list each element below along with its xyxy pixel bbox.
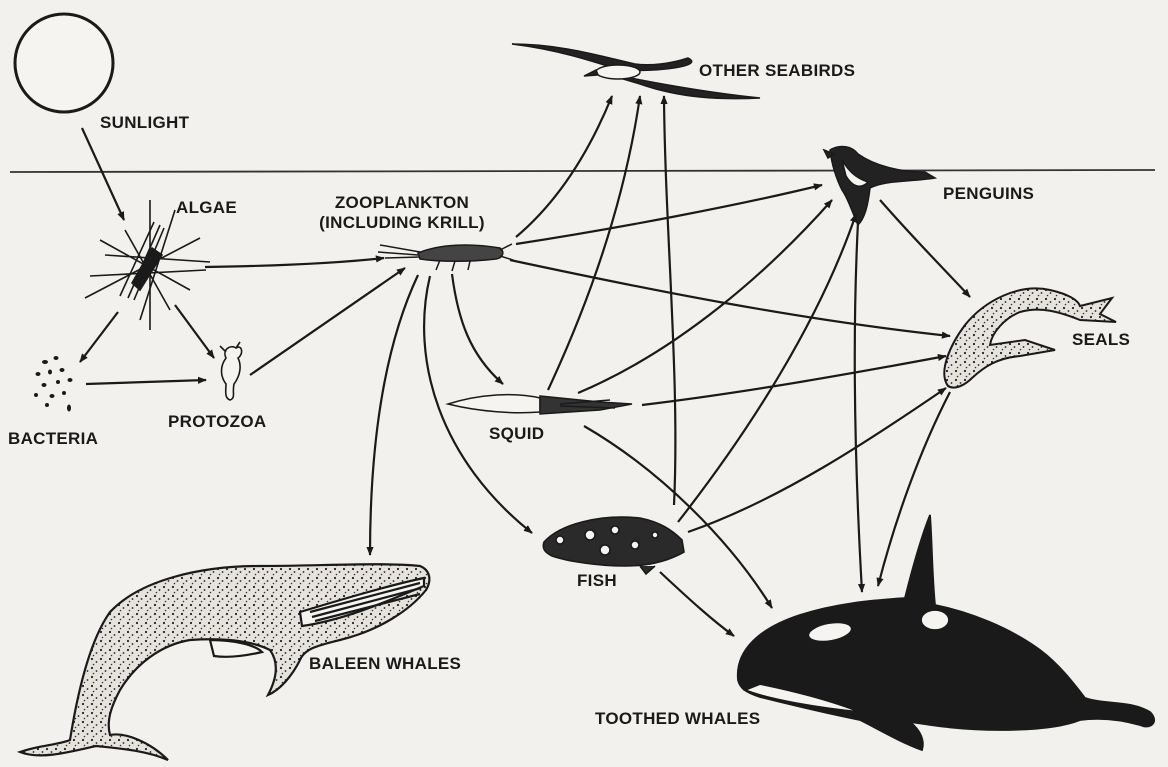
label-zooplankton-line1: ZOOPLANKTON xyxy=(296,193,508,213)
arrow-sunlight-to-algae xyxy=(82,128,124,220)
arrow-fish-to-seals xyxy=(688,388,946,532)
squid-icon xyxy=(448,395,632,414)
sun-icon xyxy=(15,14,113,112)
arrow-protozoa-to-zooplankton xyxy=(250,268,405,375)
arrow-squid-to-penguins xyxy=(578,200,832,393)
label-bacteria: BACTERIA xyxy=(8,429,98,449)
arrow-algae-to-zooplankton xyxy=(205,258,384,267)
label-toothed-whales: TOOTHED WHALES xyxy=(595,709,760,729)
arrow-seals-to-toothed-whales xyxy=(878,392,950,586)
fish-icon xyxy=(543,517,684,574)
sea-surface-line xyxy=(10,170,1155,172)
arrow-algae-to-protozoa xyxy=(175,305,214,358)
label-zooplankton: ZOOPLANKTON (INCLUDING KRILL) xyxy=(296,193,508,233)
label-baleen-whales: BALEEN WHALES xyxy=(309,654,461,674)
label-seals: SEALS xyxy=(1072,330,1130,350)
arrow-algae-to-bacteria xyxy=(80,312,118,362)
label-fish: FISH xyxy=(577,571,617,591)
arrow-fish-to-toothed-whales xyxy=(660,572,734,636)
label-zooplankton-line2: (INCLUDING KRILL) xyxy=(296,213,508,233)
arrow-zooplankton-to-baleen-whales xyxy=(370,275,418,555)
label-protozoa: PROTOZOA xyxy=(168,412,266,432)
arrow-squid-to-seals xyxy=(642,356,946,405)
algae-icon xyxy=(85,200,210,330)
protozoa-icon xyxy=(220,342,242,400)
label-penguins: PENGUINS xyxy=(943,184,1034,204)
arrow-penguins-to-toothed-whales xyxy=(855,222,862,592)
toothed-whale-icon xyxy=(738,515,1154,750)
label-squid: SQUID xyxy=(489,424,544,444)
label-algae: ALGAE xyxy=(176,198,237,218)
arrow-zooplankton-to-squid xyxy=(452,274,503,384)
arrow-zooplankton-to-other-seabirds xyxy=(516,96,612,237)
arrow-fish-to-other-seabirds xyxy=(664,96,675,505)
bacteria-icon xyxy=(34,356,73,412)
arrow-fish-to-penguins xyxy=(678,214,856,522)
arrow-penguins-to-seals xyxy=(880,200,970,297)
arrow-squid-to-other-seabirds xyxy=(548,96,640,390)
label-sunlight: SUNLIGHT xyxy=(100,113,189,133)
arrow-bacteria-to-protozoa xyxy=(86,380,206,384)
label-other-seabirds: OTHER SEABIRDS xyxy=(699,61,855,81)
krill-icon xyxy=(378,244,513,271)
penguin-icon xyxy=(824,147,935,225)
